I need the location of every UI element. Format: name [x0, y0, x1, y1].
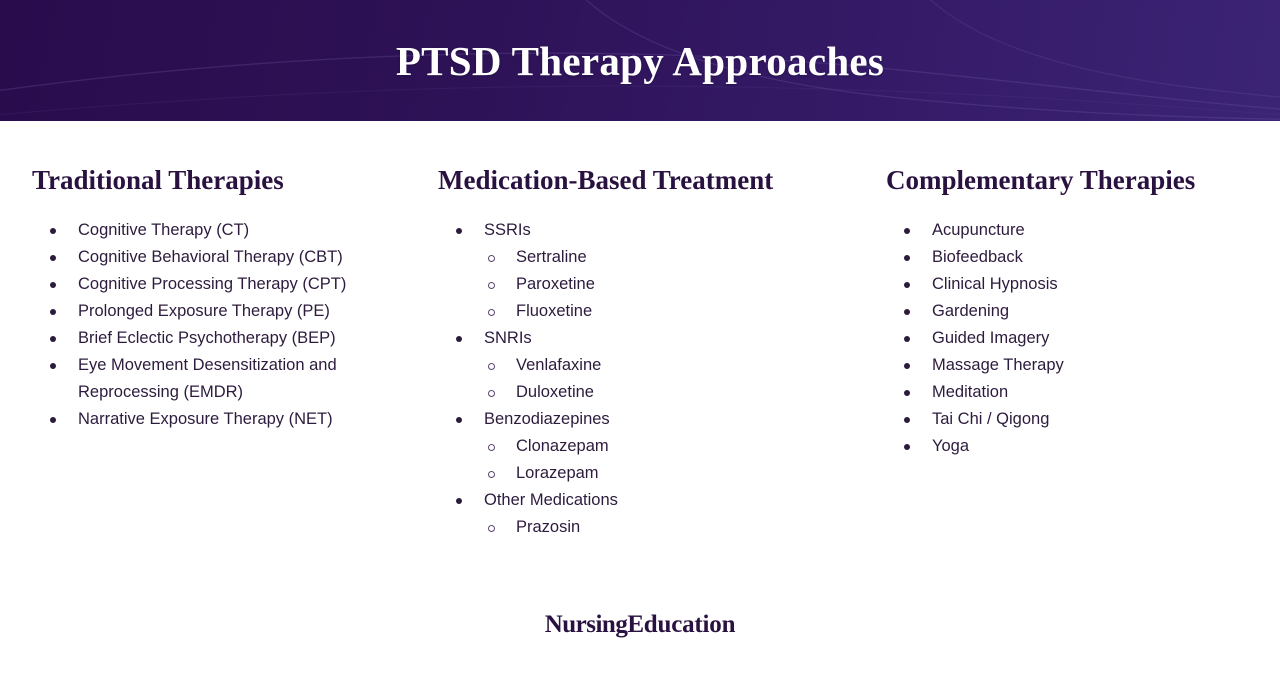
- list-item: Biofeedback: [886, 244, 1266, 271]
- bullet-icon: [50, 282, 56, 288]
- bullet-icon: [904, 228, 910, 234]
- list-item: Acupuncture: [886, 217, 1266, 244]
- list-item-label: Narrative Exposure Therapy (NET): [78, 410, 333, 428]
- list-item: Other Medications: [438, 487, 858, 514]
- sub-bullet-icon: [488, 471, 495, 478]
- list-item-label: Paroxetine: [516, 275, 595, 293]
- list-item: Fluoxetine: [438, 298, 858, 325]
- bullet-icon: [904, 309, 910, 315]
- bullet-icon: [50, 309, 56, 315]
- list-item: Prolonged Exposure Therapy (PE): [32, 298, 422, 325]
- sub-bullet-icon: [488, 282, 495, 289]
- list-item-label: Yoga: [932, 437, 970, 455]
- bullet-icon: [456, 417, 462, 423]
- list-item-label: Clonazepam: [516, 437, 609, 455]
- list-item: Cognitive Processing Therapy (CPT): [32, 271, 422, 298]
- list-item: Paroxetine: [438, 271, 858, 298]
- list-item: Clinical Hypnosis: [886, 271, 1266, 298]
- sub-bullet-icon: [488, 309, 495, 316]
- list-item-label: Massage Therapy: [932, 356, 1064, 374]
- sub-bullet-icon: [488, 255, 495, 262]
- list-item-label: SSRIs: [484, 221, 531, 239]
- list-item: Venlafaxine: [438, 352, 858, 379]
- list-item-label: Lorazepam: [516, 464, 599, 482]
- bullet-icon: [904, 282, 910, 288]
- list-item-label: Benzodiazepines: [484, 410, 610, 428]
- bullet-icon: [904, 444, 910, 450]
- list-item: Lorazepam: [438, 460, 858, 487]
- footer-brand-part-2: Education: [627, 611, 736, 638]
- bullet-icon: [904, 390, 910, 396]
- list-item: Prazosin: [438, 514, 858, 541]
- complementary-list: Acupuncture Biofeedback Clinical Hypnosi…: [886, 217, 1266, 460]
- column-heading: Complementary Therapies: [886, 165, 1196, 195]
- list-item: Narrative Exposure Therapy (NET): [32, 406, 422, 433]
- list-item: Duloxetine: [438, 379, 858, 406]
- list-item: Cognitive Behavioral Therapy (CBT): [32, 244, 422, 271]
- list-item-label: Gardening: [932, 302, 1010, 320]
- list-item-label: Prazosin: [516, 518, 581, 536]
- list-item-label: Eye Movement Desensitization and Reproce…: [78, 356, 337, 401]
- list-item-label: Venlafaxine: [516, 356, 602, 374]
- bullet-icon: [904, 417, 910, 423]
- list-item: SNRIs: [438, 325, 858, 352]
- list-item: Meditation: [886, 379, 1266, 406]
- list-item: Gardening: [886, 298, 1266, 325]
- sub-bullet-icon: [488, 525, 495, 532]
- bullet-icon: [904, 363, 910, 369]
- list-item: Clonazepam: [438, 433, 858, 460]
- list-item: Guided Imagery: [886, 325, 1266, 352]
- list-item: SSRIs: [438, 217, 858, 244]
- list-item: Benzodiazepines: [438, 406, 858, 433]
- sub-bullet-icon: [488, 363, 495, 370]
- content-columns: Traditional Therapies Cognitive Therapy …: [0, 121, 1280, 687]
- list-item-label: Guided Imagery: [932, 329, 1050, 347]
- list-item: Brief Eclectic Psychotherapy (BEP): [32, 325, 422, 352]
- list-item-label: Brief Eclectic Psychotherapy (BEP): [78, 329, 336, 347]
- therapy-list: Cognitive Therapy (CT) Cognitive Behavio…: [32, 217, 422, 433]
- medication-list: SSRIs Sertraline Paroxetine Fluoxetine S…: [438, 217, 858, 541]
- list-item-label: Biofeedback: [932, 248, 1023, 266]
- list-item-label: Meditation: [932, 383, 1009, 401]
- page-title: PTSD Therapy Approaches: [395, 37, 885, 84]
- bullet-icon: [456, 498, 462, 504]
- bullet-icon: [456, 228, 462, 234]
- list-item: Eye Movement Desensitization and Reproce…: [32, 352, 422, 406]
- list-item-label: Cognitive Behavioral Therapy (CBT): [78, 248, 343, 266]
- list-item-label: Acupuncture: [932, 221, 1025, 239]
- list-item-label: Cognitive Therapy (CT): [78, 221, 250, 239]
- bullet-icon: [50, 363, 56, 369]
- list-item: Cognitive Therapy (CT): [32, 217, 422, 244]
- list-item-label: Fluoxetine: [516, 302, 593, 320]
- footer-brand-part-1: Nursing: [544, 611, 628, 638]
- list-item: Yoga: [886, 433, 1266, 460]
- list-item-label: Tai Chi / Qigong: [932, 410, 1050, 428]
- list-item-label: Sertraline: [516, 248, 587, 266]
- list-item-label: Duloxetine: [516, 383, 594, 401]
- bullet-icon: [904, 336, 910, 342]
- bullet-icon: [50, 228, 56, 234]
- column-heading: Traditional Therapies: [32, 165, 284, 195]
- list-item-label: Prolonged Exposure Therapy (PE): [78, 302, 330, 320]
- list-item: Tai Chi / Qigong: [886, 406, 1266, 433]
- bullet-icon: [50, 255, 56, 261]
- bullet-icon: [904, 255, 910, 261]
- bullet-icon: [50, 417, 56, 423]
- list-item-label: Other Medications: [484, 491, 618, 509]
- column-heading: Medication-Based Treatment: [438, 165, 774, 195]
- bullet-icon: [456, 336, 462, 342]
- header-banner: PTSD Therapy Approaches: [0, 0, 1280, 121]
- list-item-label: Cognitive Processing Therapy (CPT): [78, 275, 347, 293]
- bullet-icon: [50, 336, 56, 342]
- sub-bullet-icon: [488, 444, 495, 451]
- footer-brand: NursingEducation: [0, 611, 1280, 639]
- sub-bullet-icon: [488, 390, 495, 397]
- list-item: Sertraline: [438, 244, 858, 271]
- list-item-label: Clinical Hypnosis: [932, 275, 1058, 293]
- list-item-label: SNRIs: [484, 329, 532, 347]
- list-item: Massage Therapy: [886, 352, 1266, 379]
